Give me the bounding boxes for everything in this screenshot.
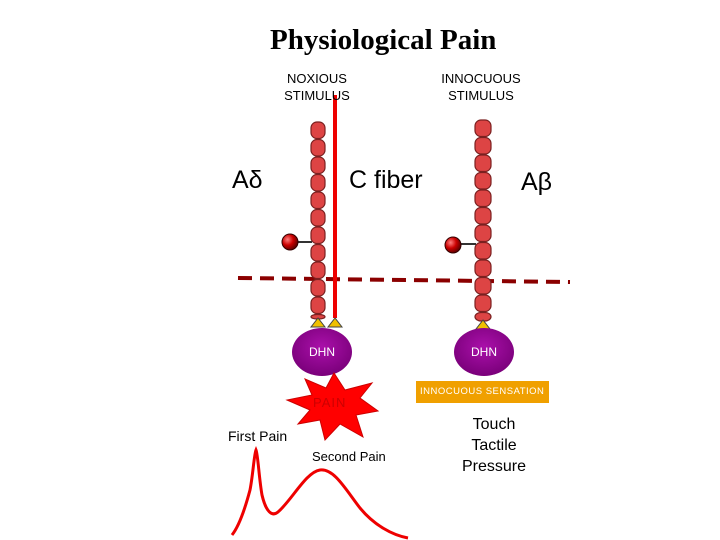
a-beta-myelin-segment bbox=[474, 189, 492, 208]
first-pain-label: First Pain bbox=[228, 428, 288, 444]
pain-starburst bbox=[285, 372, 380, 442]
c-fiber-label: C fiber bbox=[349, 166, 423, 194]
second-pain-label: Second Pain bbox=[312, 449, 386, 464]
a-delta-fiber bbox=[310, 121, 326, 320]
innocuous-sensation-box bbox=[416, 381, 549, 403]
a-beta-myelin-segment bbox=[474, 206, 492, 225]
innocuous-sensation-label: INNOCUOUS SENSATION bbox=[420, 386, 545, 397]
a-delta-terminal bbox=[309, 317, 327, 328]
response-pressure: Pressure bbox=[461, 458, 527, 475]
response-tactile: Tactile bbox=[471, 437, 517, 454]
dhn-right-shape bbox=[454, 328, 514, 376]
a-beta-fiber bbox=[474, 119, 492, 322]
a-beta-myelin-segment bbox=[474, 294, 492, 313]
a-beta-myelin-segment bbox=[474, 276, 492, 295]
a-beta-myelin-segment bbox=[474, 259, 492, 278]
a-beta-label: Aβ bbox=[521, 168, 553, 196]
response-touch: Touch bbox=[472, 416, 516, 433]
pain-response-curve bbox=[230, 445, 409, 540]
noxious-stimulus-label: NOXIOUS STIMULUS bbox=[272, 70, 362, 104]
c-fiber-terminal bbox=[326, 317, 344, 328]
a-delta-myelin-segment bbox=[310, 138, 326, 157]
innocuous-line-1: INNOCUOUS bbox=[441, 71, 521, 86]
a-delta-myelin-segment bbox=[310, 173, 326, 192]
a-beta-myelin-segment bbox=[474, 224, 492, 243]
a-delta-myelin-segment bbox=[310, 243, 326, 262]
a-delta-myelin-segment bbox=[310, 191, 326, 210]
noxious-line-2: STIMULUS bbox=[284, 88, 350, 103]
a-delta-label: Aδ bbox=[232, 166, 263, 194]
a-delta-myelin-segment bbox=[310, 261, 326, 280]
a-beta-soma bbox=[444, 236, 462, 254]
a-delta-myelin-segment bbox=[310, 208, 326, 227]
a-beta-terminal bbox=[474, 319, 492, 330]
pain-label: PAIN bbox=[313, 395, 347, 410]
a-delta-myelin-segment bbox=[310, 278, 326, 297]
a-delta-myelin-segment bbox=[310, 226, 326, 245]
innocuous-line-2: STIMULUS bbox=[448, 88, 514, 103]
noxious-line-1: NOXIOUS bbox=[287, 71, 347, 86]
innocuous-stimulus-label: INNOCUOUS STIMULUS bbox=[432, 70, 530, 104]
response-list: Touch Tactile Pressure bbox=[454, 414, 534, 477]
a-delta-soma bbox=[281, 233, 299, 251]
dhn-left-shape bbox=[292, 328, 352, 376]
a-beta-myelin-segment bbox=[474, 241, 492, 260]
page-title: Physiological Pain bbox=[270, 24, 497, 56]
a-beta-myelin-segment bbox=[474, 136, 492, 155]
a-beta-myelin-segment bbox=[474, 119, 492, 138]
a-beta-myelin-segment bbox=[474, 154, 492, 173]
dashed-boundary-line bbox=[237, 276, 571, 284]
a-delta-myelin-segment bbox=[310, 121, 326, 140]
a-delta-myelin-segment bbox=[310, 296, 326, 315]
a-beta-myelin-segment bbox=[474, 171, 492, 190]
dhn-left-label: DHN bbox=[309, 345, 335, 359]
a-delta-myelin-segment bbox=[310, 156, 326, 175]
dhn-right-label: DHN bbox=[471, 345, 497, 359]
